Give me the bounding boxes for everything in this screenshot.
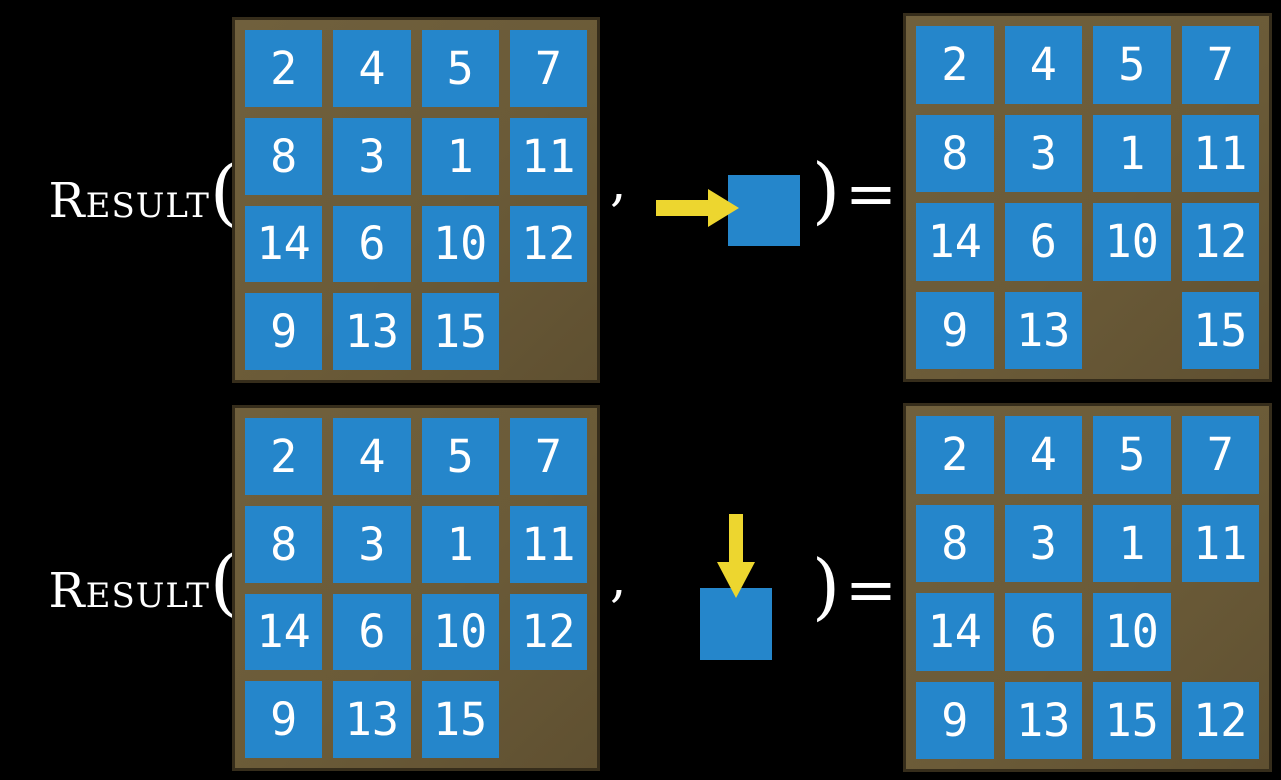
puzzle-tile-12: 12 xyxy=(509,205,587,283)
empty-cell xyxy=(1093,292,1171,370)
move-direction-arrow-2 xyxy=(716,514,756,599)
puzzle-tile-1: 1 xyxy=(421,505,499,583)
down-arrow-icon xyxy=(717,514,755,598)
result-function-label-2: Result( xyxy=(18,542,238,622)
puzzle-tile-7: 7 xyxy=(509,418,587,495)
puzzle-tile-12: 12 xyxy=(1181,203,1259,281)
puzzle-tile-13: 13 xyxy=(333,293,411,370)
puzzle-tile-5: 5 xyxy=(1093,416,1171,494)
puzzle-tile-11: 11 xyxy=(509,505,587,583)
comma-1: , xyxy=(610,153,627,213)
puzzle-tile-15: 15 xyxy=(421,681,499,758)
puzzle-tile-14: 14 xyxy=(245,205,323,283)
puzzle-tile-15: 15 xyxy=(421,293,499,370)
puzzle-tile-11: 11 xyxy=(509,117,587,195)
puzzle-tile-15: 15 xyxy=(1093,681,1171,759)
close-paren-2: ) xyxy=(812,544,841,628)
puzzle-tile-7: 7 xyxy=(509,30,587,107)
puzzle-tile-8: 8 xyxy=(245,117,323,195)
comma-2: , xyxy=(610,549,627,609)
puzzle-tile-10: 10 xyxy=(421,205,499,283)
function-name: Result xyxy=(48,563,210,619)
puzzle-tile-3: 3 xyxy=(1004,114,1082,192)
puzzle-tile-7: 7 xyxy=(1181,26,1259,104)
puzzle-tile-6: 6 xyxy=(333,205,411,283)
puzzle-tile-2: 2 xyxy=(245,418,323,495)
puzzle-tile-2: 2 xyxy=(245,30,323,107)
puzzle-tile-13: 13 xyxy=(1004,681,1082,759)
function-name: Result xyxy=(48,173,210,229)
moved-tile-square-2 xyxy=(700,588,772,660)
puzzle-tile-3: 3 xyxy=(333,505,411,583)
puzzle-tile-3: 3 xyxy=(1004,504,1082,582)
puzzle-tile-14: 14 xyxy=(245,593,323,671)
puzzle-tile-11: 11 xyxy=(1181,504,1259,582)
puzzle-tile-9: 9 xyxy=(245,681,323,758)
equals-sign-2: = xyxy=(845,553,897,626)
puzzle-tile-15: 15 xyxy=(1181,291,1259,369)
puzzle-tile-8: 8 xyxy=(916,114,994,192)
puzzle-tile-13: 13 xyxy=(1004,291,1082,369)
move-direction-arrow-1 xyxy=(656,188,740,228)
puzzle-tile-4: 4 xyxy=(333,418,411,495)
result-function-label-1: Result( xyxy=(18,152,238,232)
puzzle-tile-5: 5 xyxy=(421,418,499,495)
right-arrow-icon xyxy=(656,189,739,227)
puzzle-tile-8: 8 xyxy=(916,504,994,582)
close-paren-1: ) xyxy=(812,148,841,232)
puzzle-tile-12: 12 xyxy=(1181,681,1259,759)
puzzle-tile-6: 6 xyxy=(1004,203,1082,281)
puzzle-tile-6: 6 xyxy=(1004,593,1082,671)
puzzle-tile-2: 2 xyxy=(916,416,994,494)
puzzle-tile-5: 5 xyxy=(421,30,499,107)
puzzle-tile-4: 4 xyxy=(1004,26,1082,104)
puzzle-tile-10: 10 xyxy=(421,593,499,671)
empty-cell xyxy=(1182,593,1260,671)
puzzle-tile-1: 1 xyxy=(421,117,499,195)
puzzle-tile-14: 14 xyxy=(916,593,994,671)
puzzle-tile-3: 3 xyxy=(333,117,411,195)
puzzle-tile-8: 8 xyxy=(245,505,323,583)
puzzle-tile-1: 1 xyxy=(1093,504,1171,582)
puzzle-tile-4: 4 xyxy=(333,30,411,107)
puzzle-tile-14: 14 xyxy=(916,203,994,281)
puzzle-tile-9: 9 xyxy=(916,681,994,759)
puzzle-tile-10: 10 xyxy=(1093,593,1171,671)
puzzle-tile-11: 11 xyxy=(1181,114,1259,192)
puzzle-tile-10: 10 xyxy=(1093,203,1171,281)
puzzle-tile-1: 1 xyxy=(1093,114,1171,192)
moved-tile-square-1 xyxy=(728,175,800,246)
puzzle-tile-9: 9 xyxy=(916,291,994,369)
puzzle-tile-5: 5 xyxy=(1093,26,1171,104)
puzzle-tile-4: 4 xyxy=(1004,416,1082,494)
puzzle-tile-6: 6 xyxy=(333,593,411,671)
empty-cell xyxy=(510,293,587,370)
equals-sign-1: = xyxy=(845,157,897,230)
puzzle-tile-7: 7 xyxy=(1181,416,1259,494)
puzzle-tile-2: 2 xyxy=(916,26,994,104)
puzzle-tile-9: 9 xyxy=(245,293,323,370)
puzzle-tile-13: 13 xyxy=(333,681,411,758)
empty-cell xyxy=(510,681,587,758)
puzzle-tile-12: 12 xyxy=(509,593,587,671)
